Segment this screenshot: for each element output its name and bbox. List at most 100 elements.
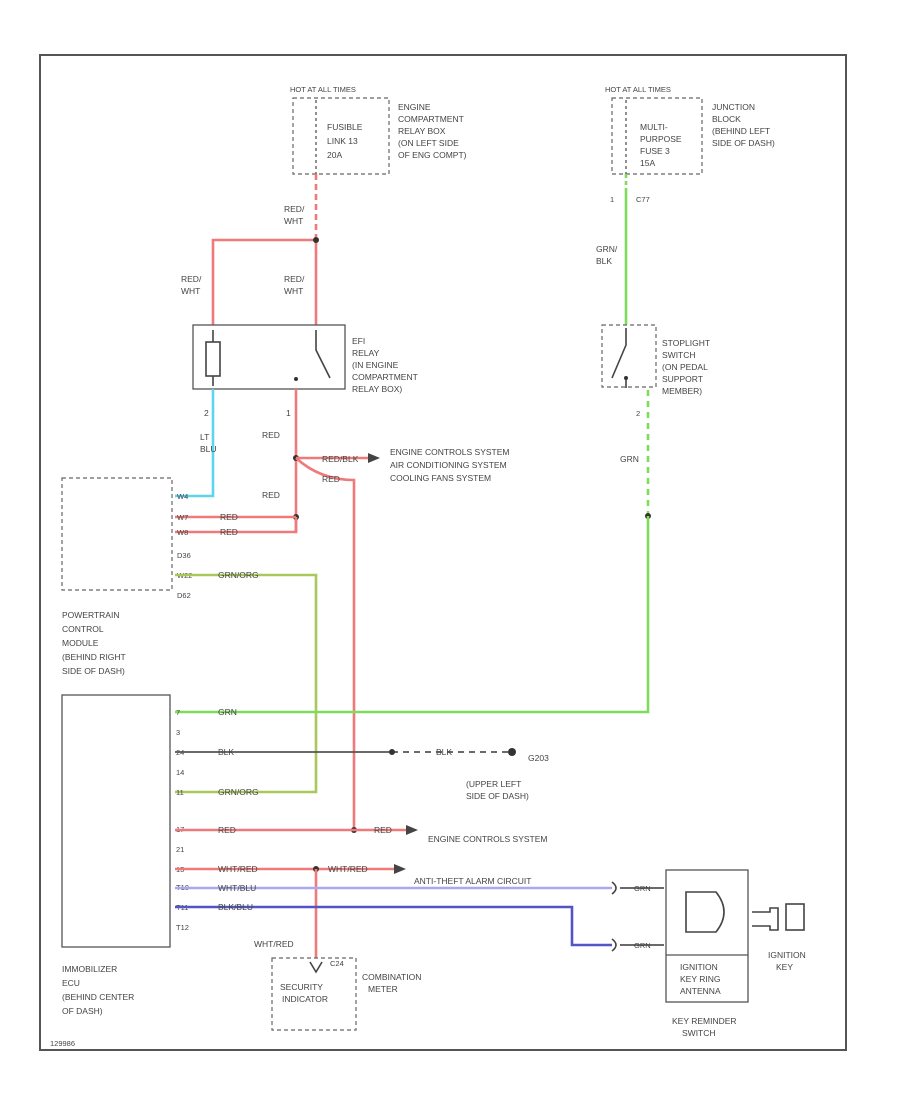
svg-text:LINK 13: LINK 13 bbox=[327, 136, 358, 146]
wire-grn-to-imm bbox=[175, 516, 650, 714]
svg-text:SUPPORT: SUPPORT bbox=[662, 374, 703, 384]
ignition-key-icon: IGNITION KEY bbox=[752, 903, 806, 972]
diagram-frame bbox=[39, 54, 847, 1051]
svg-text:WHT: WHT bbox=[284, 286, 303, 296]
svg-text:INDICATOR: INDICATOR bbox=[282, 994, 328, 1004]
svg-text:(BEHIND CENTER: (BEHIND CENTER bbox=[62, 992, 134, 1002]
svg-text:BLOCK: BLOCK bbox=[712, 114, 741, 124]
wire-red-wht-coil bbox=[211, 238, 316, 325]
svg-text:COMPARTMENT: COMPARTMENT bbox=[352, 372, 418, 382]
svg-text:IGNITION: IGNITION bbox=[768, 950, 806, 960]
svg-text:RED: RED bbox=[220, 527, 238, 537]
svg-text:W8: W8 bbox=[177, 528, 188, 537]
svg-text:MODULE: MODULE bbox=[62, 638, 99, 648]
svg-text:POWERTRAIN: POWERTRAIN bbox=[62, 610, 119, 620]
svg-text:IMMOBILIZER: IMMOBILIZER bbox=[62, 964, 117, 974]
svg-text:METER: METER bbox=[368, 984, 398, 994]
svg-text:WHT: WHT bbox=[284, 216, 303, 226]
svg-text:COOLING FANS SYSTEM: COOLING FANS SYSTEM bbox=[390, 473, 491, 483]
svg-text:RED: RED bbox=[262, 490, 280, 500]
svg-text:G203: G203 bbox=[528, 753, 549, 763]
wire-red-to-imm bbox=[295, 457, 356, 830]
wire-grn-org bbox=[175, 573, 318, 794]
svg-text:RELAY BOX): RELAY BOX) bbox=[352, 384, 402, 394]
svg-text:BLK: BLK bbox=[596, 256, 612, 266]
fuse2-hot-label: HOT AT ALL TIMES bbox=[605, 85, 671, 94]
svg-text:RED/BLK: RED/BLK bbox=[322, 454, 359, 464]
svg-text:(IN ENGINE: (IN ENGINE bbox=[352, 360, 399, 370]
fuse1-hot-label: HOT AT ALL TIMES bbox=[290, 85, 356, 94]
svg-text:LT: LT bbox=[200, 432, 209, 442]
svg-text:JUNCTION: JUNCTION bbox=[712, 102, 755, 112]
svg-text:AIR CONDITIONING SYSTEM: AIR CONDITIONING SYSTEM bbox=[390, 460, 507, 470]
wire-blk-blu bbox=[175, 905, 612, 947]
svg-text:SWITCH: SWITCH bbox=[682, 1028, 716, 1038]
svg-text:COMBINATION: COMBINATION bbox=[362, 972, 421, 982]
svg-text:STOPLIGHT: STOPLIGHT bbox=[662, 338, 710, 348]
svg-text:2: 2 bbox=[204, 408, 209, 418]
svg-text:1: 1 bbox=[610, 195, 614, 204]
svg-text:COMPARTMENT: COMPARTMENT bbox=[398, 114, 464, 124]
svg-text:20A: 20A bbox=[327, 150, 342, 160]
svg-text:OF DASH): OF DASH) bbox=[62, 1006, 103, 1016]
svg-text:(ON LEFT SIDE: (ON LEFT SIDE bbox=[398, 138, 459, 148]
wire-pcm-w8 bbox=[175, 517, 298, 534]
multi-purpose-fuse-3: HOT AT ALL TIMES MULTI- PURPOSE FUSE 3 1… bbox=[605, 85, 775, 175]
svg-text:ENGINE CONTROLS SYSTEM: ENGINE CONTROLS SYSTEM bbox=[390, 447, 510, 457]
powertrain-control-module: W4 W7 W8 D36 W22 D62 POWERTRAIN CONTROL … bbox=[61, 477, 192, 676]
svg-text:GRN: GRN bbox=[620, 454, 639, 464]
svg-text:SWITCH: SWITCH bbox=[662, 350, 696, 360]
svg-text:(UPPER LEFT: (UPPER LEFT bbox=[466, 779, 521, 789]
svg-text:RED: RED bbox=[322, 474, 340, 484]
svg-text:RED: RED bbox=[374, 825, 392, 835]
svg-text:ANTENNA: ANTENNA bbox=[680, 986, 721, 996]
svg-text:WHT: WHT bbox=[181, 286, 200, 296]
svg-text:SIDE OF DASH): SIDE OF DASH) bbox=[712, 138, 775, 148]
svg-text:7: 7 bbox=[176, 708, 180, 717]
svg-text:D36: D36 bbox=[177, 551, 191, 560]
wire-lt-blu bbox=[175, 389, 215, 498]
svg-text:SIDE OF DASH): SIDE OF DASH) bbox=[62, 666, 125, 676]
stoplight-switch: STOPLIGHT SWITCH (ON PEDAL SUPPORT MEMBE… bbox=[601, 324, 710, 396]
svg-text:SIDE OF DASH): SIDE OF DASH) bbox=[466, 791, 529, 801]
efi-relay: EFI RELAY (IN ENGINE COMPARTMENT RELAY B… bbox=[192, 324, 418, 394]
svg-text:3: 3 bbox=[176, 728, 180, 737]
svg-text:RED: RED bbox=[218, 825, 236, 835]
svg-text:RED/: RED/ bbox=[181, 274, 202, 284]
svg-text:C24: C24 bbox=[330, 959, 344, 968]
svg-text:SECURITY: SECURITY bbox=[280, 982, 323, 992]
svg-text:RELAY BOX: RELAY BOX bbox=[398, 126, 446, 136]
svg-text:(BEHIND RIGHT: (BEHIND RIGHT bbox=[62, 652, 126, 662]
svg-text:FUSIBLE: FUSIBLE bbox=[327, 122, 363, 132]
svg-text:RELAY: RELAY bbox=[352, 348, 380, 358]
svg-text:WHT/RED: WHT/RED bbox=[328, 864, 368, 874]
svg-text:14: 14 bbox=[176, 768, 184, 777]
svg-text:RED: RED bbox=[262, 430, 280, 440]
svg-text:21: 21 bbox=[176, 845, 184, 854]
svg-text:MEMBER): MEMBER) bbox=[662, 386, 702, 396]
svg-text:C77: C77 bbox=[636, 195, 650, 204]
fusible-link-13: HOT AT ALL TIMES FUSIBLE LINK 13 20A ENG… bbox=[290, 85, 467, 175]
svg-text:2: 2 bbox=[636, 409, 640, 418]
svg-text:CONTROL: CONTROL bbox=[62, 624, 104, 634]
svg-text:KEY RING: KEY RING bbox=[680, 974, 720, 984]
svg-text:GRN/ORG: GRN/ORG bbox=[218, 570, 259, 580]
svg-text:PURPOSE: PURPOSE bbox=[640, 134, 682, 144]
svg-text:1: 1 bbox=[286, 408, 291, 418]
svg-text:ANTI-THEFT ALARM CIRCUIT: ANTI-THEFT ALARM CIRCUIT bbox=[414, 876, 531, 886]
svg-text:WHT/BLU: WHT/BLU bbox=[218, 883, 256, 893]
svg-text:GRN: GRN bbox=[218, 707, 237, 717]
svg-text:BLU: BLU bbox=[200, 444, 217, 454]
svg-text:WHT/RED: WHT/RED bbox=[218, 864, 258, 874]
svg-text:15A: 15A bbox=[640, 158, 655, 168]
key-reminder-switch: IGNITION KEY RING ANTENNA KEY REMINDER S… bbox=[665, 869, 749, 1038]
svg-text:W4: W4 bbox=[177, 492, 188, 501]
svg-text:T12: T12 bbox=[176, 923, 189, 932]
svg-text:(ON PEDAL: (ON PEDAL bbox=[662, 362, 708, 372]
svg-text:IGNITION: IGNITION bbox=[680, 962, 718, 972]
svg-text:FUSE 3: FUSE 3 bbox=[640, 146, 670, 156]
svg-text:GRN: GRN bbox=[634, 884, 651, 893]
svg-text:D62: D62 bbox=[177, 591, 191, 600]
svg-text:W7: W7 bbox=[177, 513, 188, 522]
